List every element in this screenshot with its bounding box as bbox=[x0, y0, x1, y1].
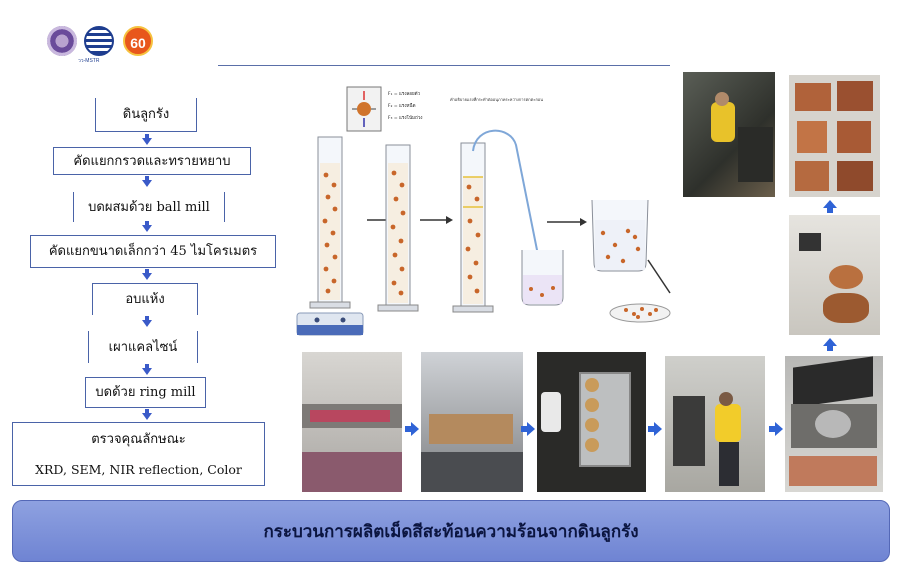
photo-ball-mill bbox=[302, 352, 402, 492]
mstr-logo-text: วว-MSTR bbox=[78, 58, 100, 64]
flow-step-analysis-methods: XRD, SEM, NIR reflection, Color bbox=[35, 461, 242, 477]
beaker-2 bbox=[591, 199, 649, 272]
process-title-banner: กระบวนการผลิตเม็ดสีสะท้อนความร้อนจากดินล… bbox=[12, 500, 890, 562]
force-legend-note: คำอธิบายแรงที่กระทำต่ออนุภาคระหว่างการตก… bbox=[450, 97, 543, 103]
photo-analyzer bbox=[785, 356, 883, 492]
flow-arrow bbox=[142, 221, 152, 232]
pigment-dish bbox=[609, 303, 671, 323]
magnetic-stirrer bbox=[296, 312, 364, 336]
force-inset bbox=[346, 86, 382, 132]
flow-arrow bbox=[142, 134, 152, 145]
flow-step-characterize: ตรวจคุณลักษณะ bbox=[91, 431, 186, 447]
flow-step-ball-mill: บดผสมด้วย ball mill bbox=[73, 192, 225, 222]
force-legend-3: F₃ = แรงโน้มถ่วง bbox=[388, 114, 422, 121]
photo-drying-crucibles bbox=[537, 352, 646, 492]
flow-step-calcine: เผาแคลไซน์ bbox=[88, 331, 198, 363]
cylinder-2 bbox=[377, 144, 419, 312]
photo-ring-mill bbox=[789, 215, 880, 335]
sedimentation-diagram: F₁ = แรงลอยตัว F₂ = แรงหนืด F₃ = แรงโน้ม… bbox=[296, 86, 671, 336]
photo-pigment-bags bbox=[789, 75, 880, 197]
flow-arrow bbox=[142, 364, 152, 375]
beaker-1 bbox=[521, 250, 564, 306]
flow-arrow-right bbox=[769, 422, 783, 436]
photo-worker-kiln bbox=[683, 72, 775, 197]
flow-arrow-right bbox=[405, 422, 419, 436]
flow-arrow bbox=[142, 269, 152, 280]
header-divider bbox=[218, 65, 670, 66]
flow-arrow bbox=[142, 409, 152, 420]
cylinder-1 bbox=[309, 136, 351, 309]
photo-sieve-lab bbox=[421, 352, 523, 492]
flow-arrow-up bbox=[823, 200, 837, 213]
force-legend-2: F₂ = แรงหนืด bbox=[388, 102, 416, 109]
flow-arrow bbox=[142, 316, 152, 327]
institute-logo bbox=[47, 26, 77, 56]
flow-step-dry: อบแห้ง bbox=[92, 283, 198, 315]
anniversary-60-logo: 60 bbox=[123, 26, 153, 56]
flow-step-sieve-45um: คัดแยกขนาดเล็กกว่า 45 ไมโครเมตร bbox=[30, 235, 276, 268]
flow-arrow-right bbox=[648, 422, 662, 436]
flow-arrow-up bbox=[823, 338, 837, 351]
mstr-logo bbox=[84, 26, 114, 56]
photo-worker-furnace bbox=[665, 356, 765, 492]
flow-step-laterite: ดินลูกรัง bbox=[95, 98, 197, 132]
flow-arrow bbox=[142, 176, 152, 187]
flow-step-ring-mill: บดด้วย ring mill bbox=[85, 377, 206, 408]
force-legend-1: F₁ = แรงลอยตัว bbox=[388, 91, 421, 97]
flow-arrow-right bbox=[521, 422, 535, 436]
flow-step-characterize-box: ตรวจคุณลักษณะ XRD, SEM, NIR reflection, … bbox=[12, 422, 265, 486]
cylinder-3 bbox=[452, 142, 494, 313]
flow-step-sieve-gravel: คัดแยกกรวดและทรายหยาบ bbox=[53, 147, 251, 175]
